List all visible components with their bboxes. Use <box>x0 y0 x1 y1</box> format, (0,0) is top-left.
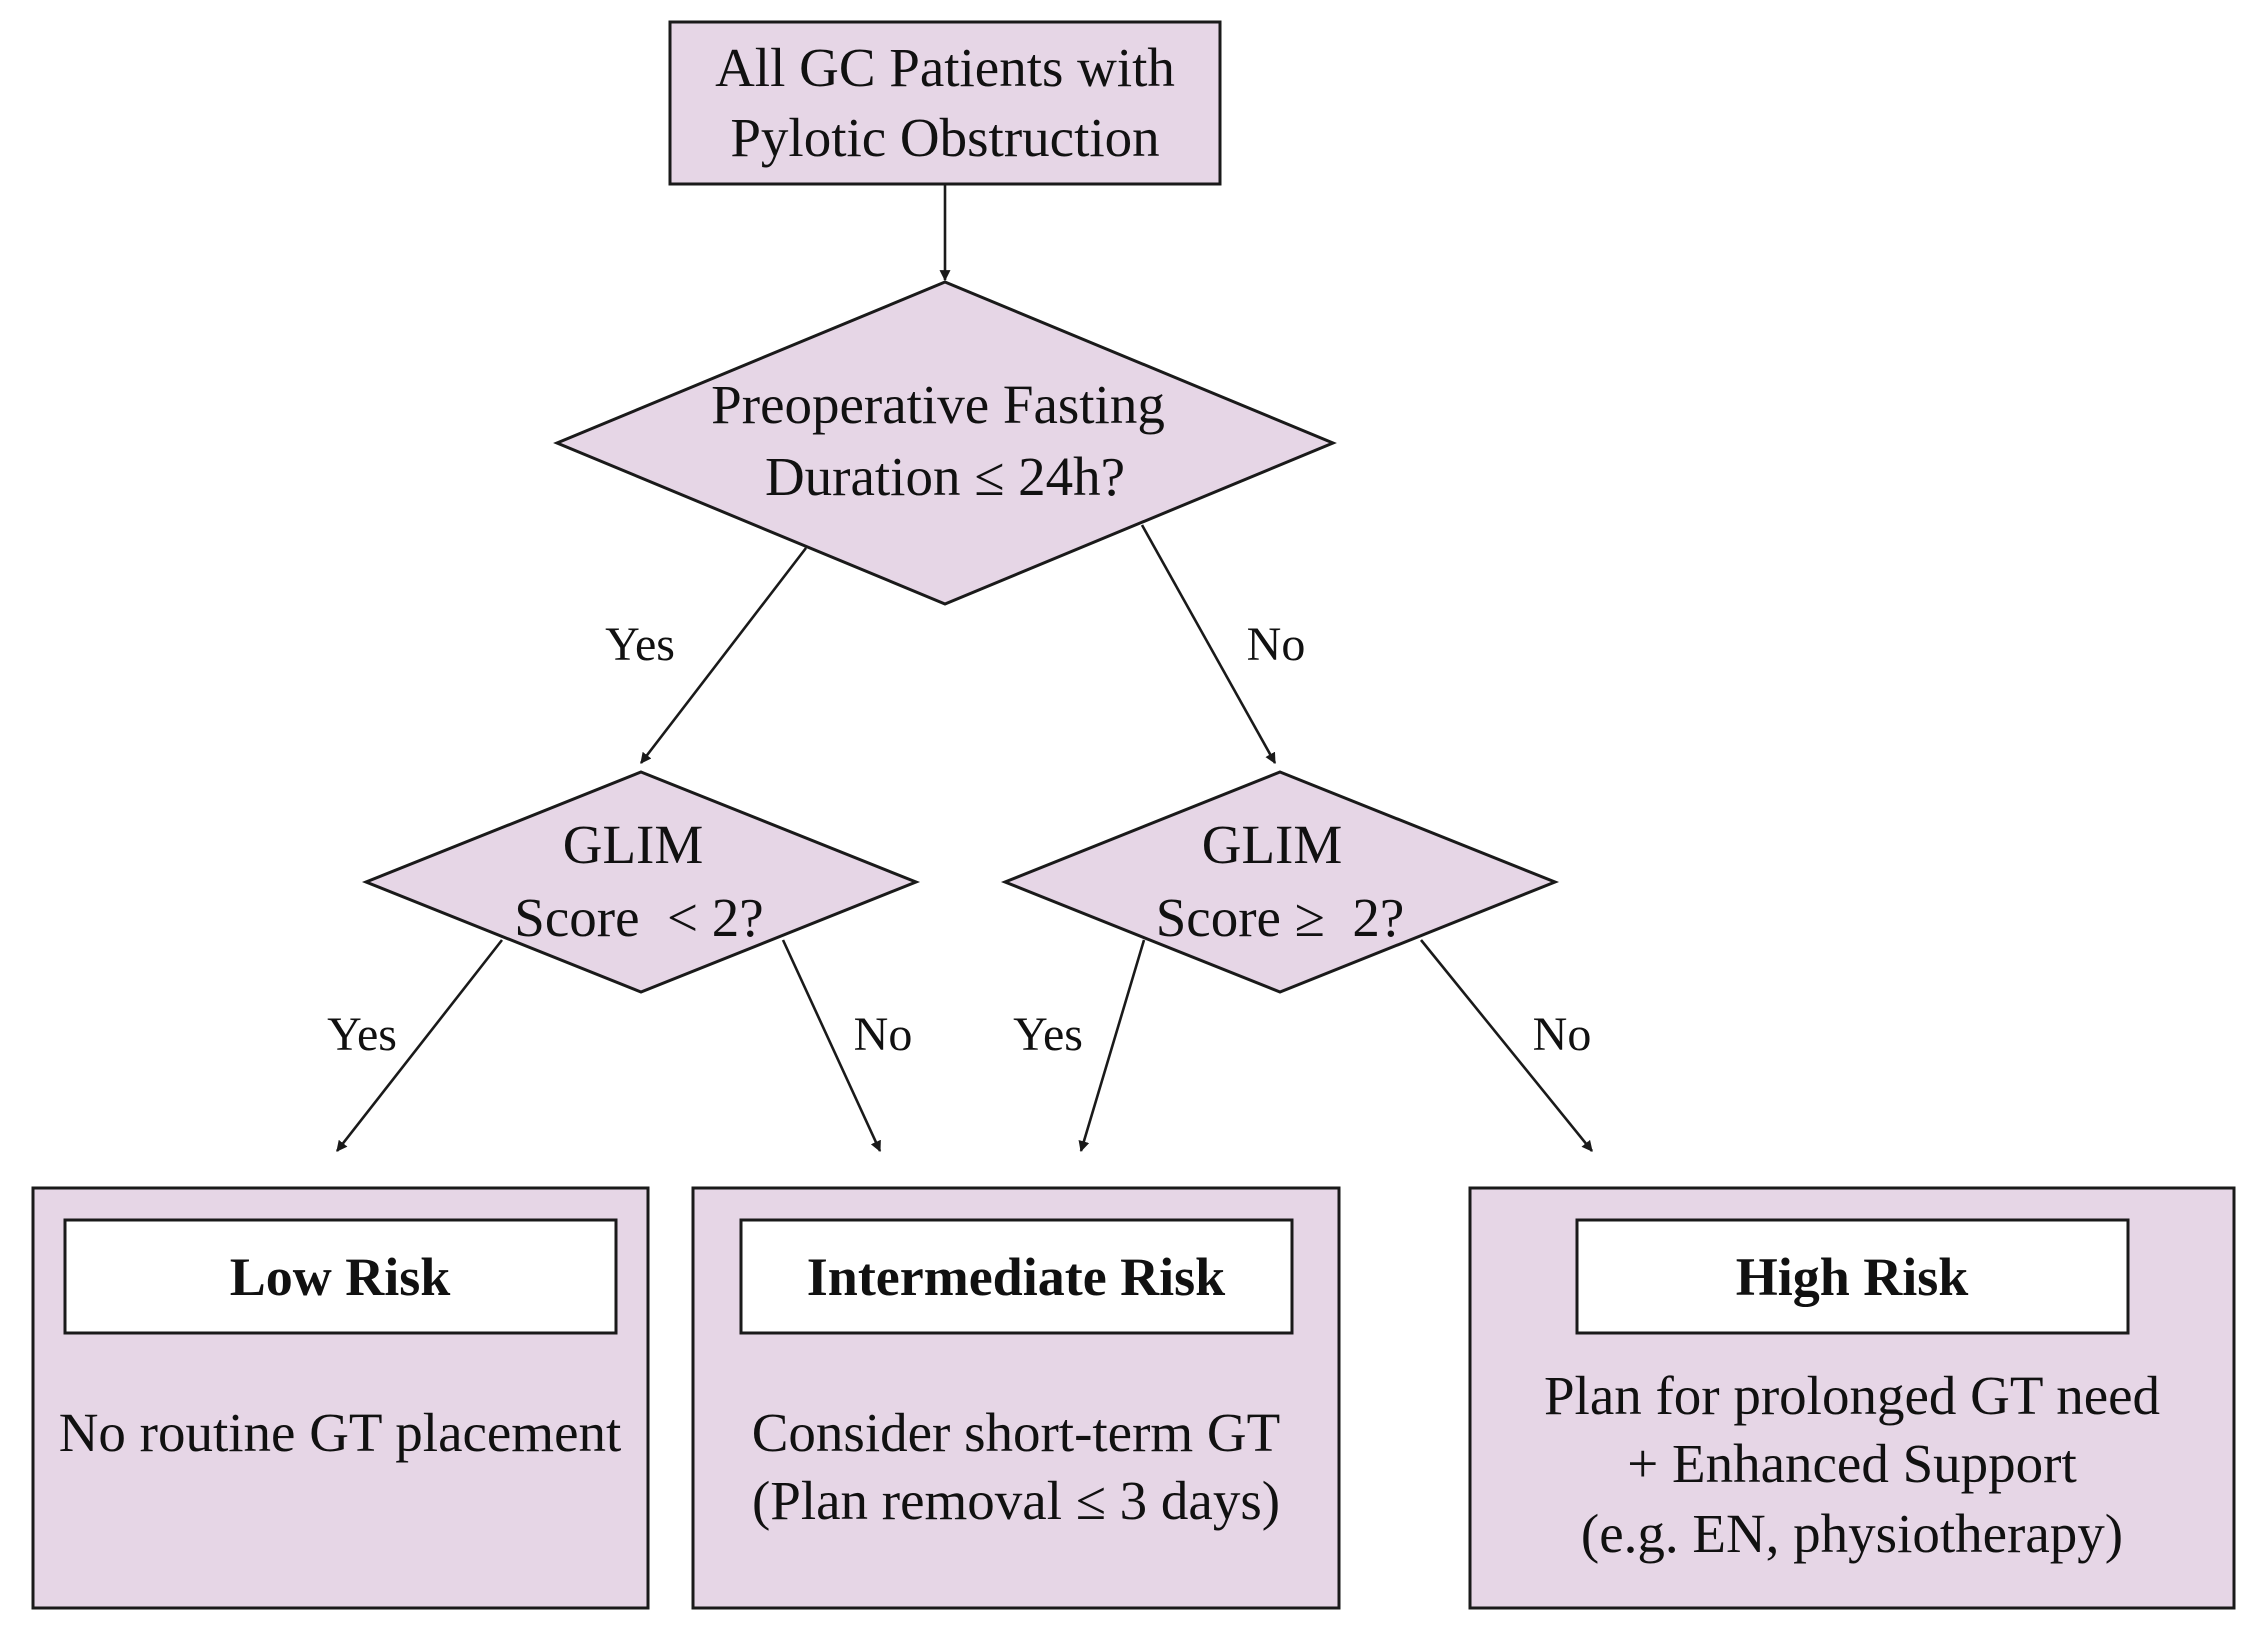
intermediate-risk-title-box <box>739 1218 1294 1335</box>
start-line-1: All GC Patients with <box>715 37 1175 98</box>
glim-left-line-2: Score < 2? <box>514 887 763 948</box>
start-line-2: Pylotic Obstruction <box>730 107 1159 168</box>
fasting-decision-line-2: Duration ≤ 24h? <box>765 446 1125 507</box>
high-risk-line-1: Plan for prolonged GT need <box>1544 1365 2160 1426</box>
arrow-glim-left-no <box>781 939 882 1152</box>
intermediate-risk-line-2: (Plan removal ≤ 3 days) <box>752 1470 1280 1531</box>
low-risk-title-box <box>63 1218 618 1335</box>
low-risk-title: Low Risk <box>230 1247 451 1307</box>
fasting-decision-line-1: Preoperative Fasting <box>711 374 1165 435</box>
arrow-fasting-no <box>1140 524 1277 764</box>
glim-left-yes-label: Yes <box>327 1008 397 1061</box>
arrow-fasting-yes <box>639 547 808 764</box>
intermediate-risk-node: Intermediate Risk Consider short-term GT… <box>691 1186 1341 1610</box>
low-risk-node: Low Risk No routine GT placement <box>31 1186 650 1610</box>
svg-text:Pylotic Obstruction: Pylotic Obstruction <box>730 107 1159 168</box>
glim-right-line-1: GLIM <box>1202 814 1343 875</box>
intermediate-risk-line-1: Consider short-term GT <box>752 1402 1281 1463</box>
glim-right-decision-node: GLIM Score ≥ 2? <box>1000 770 1560 994</box>
high-risk-line-2: + Enhanced Support <box>1627 1433 2077 1494</box>
high-risk-title-box <box>1575 1218 2130 1335</box>
glim-right-yes-label: Yes <box>1013 1008 1083 1061</box>
glim-left-decision-node: GLIM Score < 2? <box>361 770 921 994</box>
glim-left-no-label: No <box>854 1008 913 1061</box>
connectors <box>335 184 1594 1153</box>
arrow-glim-right-yes <box>1078 939 1146 1153</box>
high-risk-line-3: (e.g. EN, physiotherapy) <box>1581 1503 2123 1564</box>
glim-left-line-1: GLIM <box>563 814 704 875</box>
start-node: All GC Patients with Pylotic Obstruction <box>668 20 1222 186</box>
glim-right-no-label: No <box>1533 1008 1592 1061</box>
arrow-glim-right-no <box>1419 939 1594 1152</box>
svg-text:All GC Patients with: All GC Patients with <box>715 37 1175 98</box>
glim-right-line-2: Score ≥ 2? <box>1156 887 1405 948</box>
high-risk-title: High Risk <box>1736 1247 1969 1307</box>
low-risk-line-1: No routine GT placement <box>59 1402 622 1463</box>
arrow-glim-left-yes <box>335 939 504 1152</box>
fasting-decision-node: Preoperative Fasting Duration ≤ 24h? <box>553 280 1337 606</box>
high-risk-node: High Risk Plan for prolonged GT need + E… <box>1468 1186 2236 1610</box>
fasting-yes-label: Yes <box>605 618 675 671</box>
fasting-no-label: No <box>1247 618 1306 671</box>
intermediate-risk-title: Intermediate Risk <box>807 1247 1225 1307</box>
